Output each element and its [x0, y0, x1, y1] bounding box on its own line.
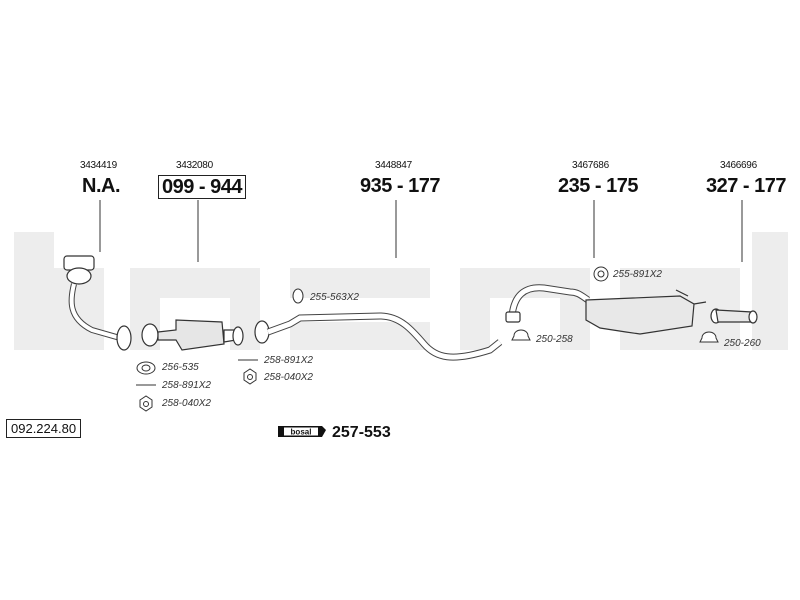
accessory-gasket-label: 256-535 — [162, 362, 199, 373]
part-4-oe-number: 3467686 — [572, 160, 609, 171]
accessory-bolt-label-2: 258-891X2 — [264, 355, 313, 366]
catalytic-converter-drawing — [141, 319, 244, 351]
part-3-oe-number: 3448847 — [375, 160, 412, 171]
bosal-kit-logo-text: bosal — [291, 428, 312, 437]
rear-silencer-drawing — [505, 284, 758, 335]
accessory-nut-label: 258-040X2 — [162, 398, 211, 409]
part-4-bosal-number: 235 - 175 — [558, 175, 639, 197]
part-2-bosal-number: 099 - 944 — [158, 175, 247, 199]
front-pipe-drawing — [63, 255, 132, 351]
part-2-oe-number: 3432080 — [176, 160, 213, 171]
leader-lines — [99, 200, 743, 262]
part-5-oe-number: 3466696 — [720, 160, 757, 171]
accessory-rubber-mount-label: 255-563X2 — [310, 292, 359, 303]
accessory-symbols — [136, 266, 719, 412]
accessory-clamp-label: 250-258 — [536, 334, 573, 345]
accessory-clamp-label-2: 250-260 — [724, 338, 761, 349]
accessory-nut-label-2: 258-040X2 — [264, 372, 313, 383]
accessory-ring-label: 255-891X2 — [613, 269, 662, 280]
part-5-bosal-number: 327 - 177 — [706, 175, 787, 197]
diagram-reference-number: 092.224.80 — [6, 419, 82, 438]
bosal-kit-logo: bosal — [278, 426, 326, 437]
part-1-bosal-number: N.A. — [82, 175, 121, 197]
part-3-bosal-number: 935 - 177 — [360, 175, 441, 197]
part-1-oe-number: 3434419 — [80, 160, 117, 171]
accessory-bolt-label: 258-891X2 — [162, 380, 211, 391]
intermediate-pipe-drawing — [254, 312, 503, 361]
kit-number: 257-553 — [332, 424, 391, 441]
